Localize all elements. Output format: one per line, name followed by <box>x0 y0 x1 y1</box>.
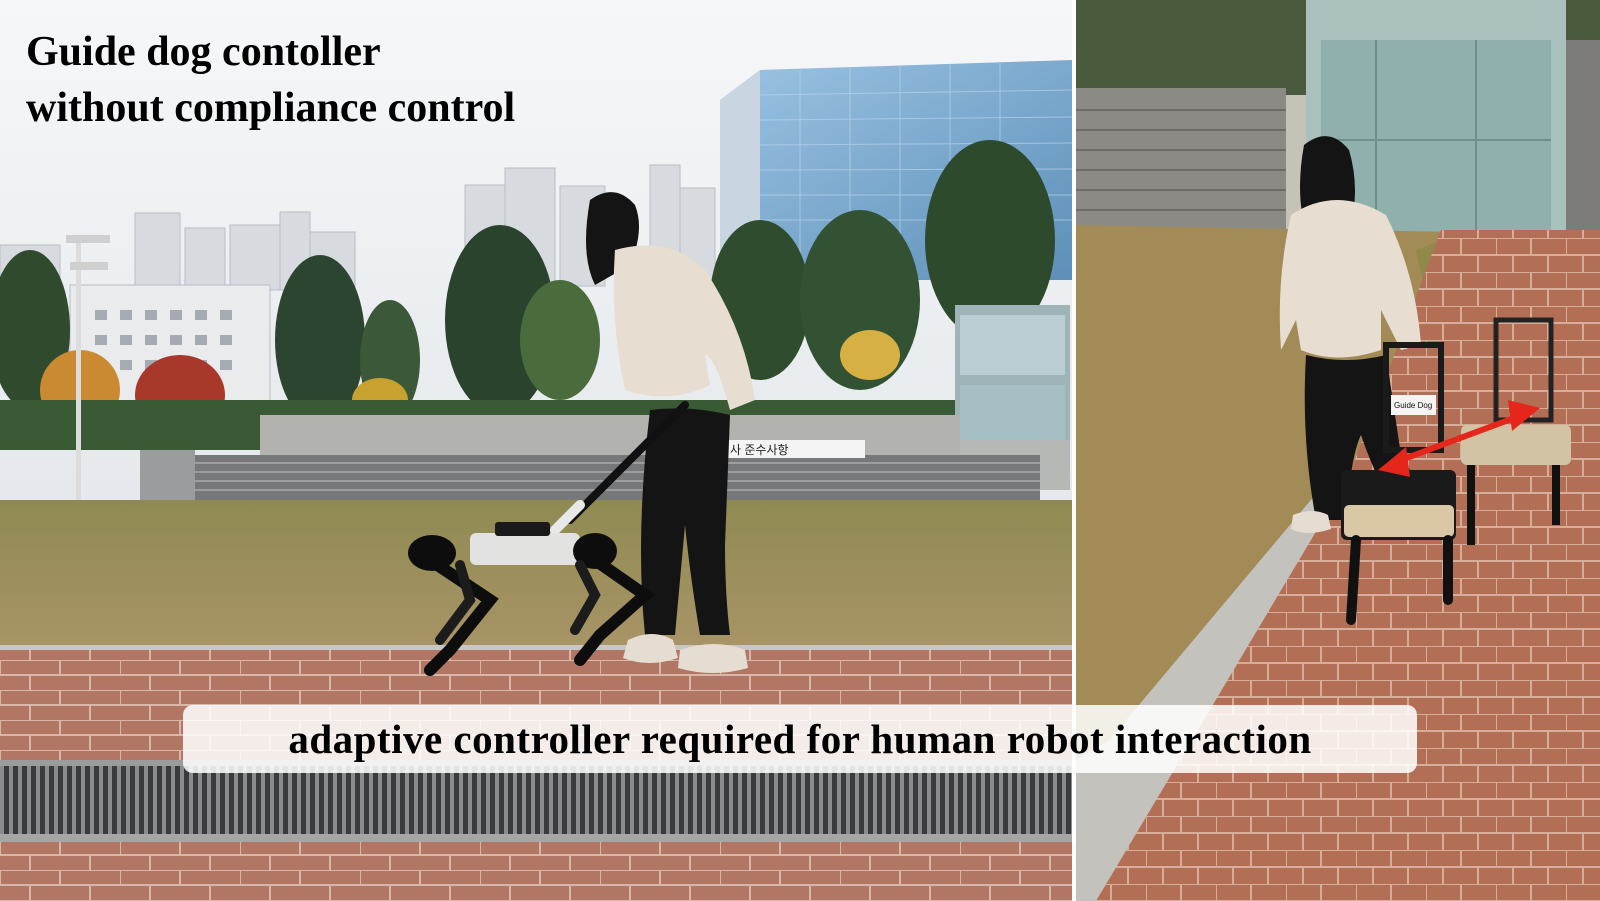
robot-tag: Guide Dog <box>1394 401 1432 410</box>
stadium-steps-shape: 사 준수사항 <box>140 415 1040 505</box>
lawn <box>0 500 1072 645</box>
caption-text: adaptive controller required for human r… <box>288 716 1312 762</box>
page-title: Guide dog contoller without compliance c… <box>26 24 515 136</box>
person-walking-shape <box>586 192 755 673</box>
concrete-steps <box>1076 88 1286 233</box>
red-double-arrow-icon <box>1378 400 1540 477</box>
lawn-right <box>1076 225 1456 760</box>
guide-handle-shape <box>566 401 689 524</box>
title-line-1: Guide dog contoller <box>26 29 381 75</box>
title-line-2: without compliance control <box>26 85 516 131</box>
quadruped-robot-shape <box>408 522 655 676</box>
brick-foreground <box>0 842 1072 901</box>
left-photo-panel: 사 준수사항 <box>0 0 1072 901</box>
lamp-post-shape <box>66 235 110 510</box>
caption-box: adaptive controller required for human r… <box>183 705 1417 773</box>
banner-text: 사 준수사항 <box>730 443 789 457</box>
left-scene-illustration: 사 준수사항 <box>0 0 1072 901</box>
drain-grate <box>0 760 1072 840</box>
quadruped-robot-front-shape: Guide Dog <box>1341 342 1456 625</box>
panel-divider <box>1072 0 1076 901</box>
